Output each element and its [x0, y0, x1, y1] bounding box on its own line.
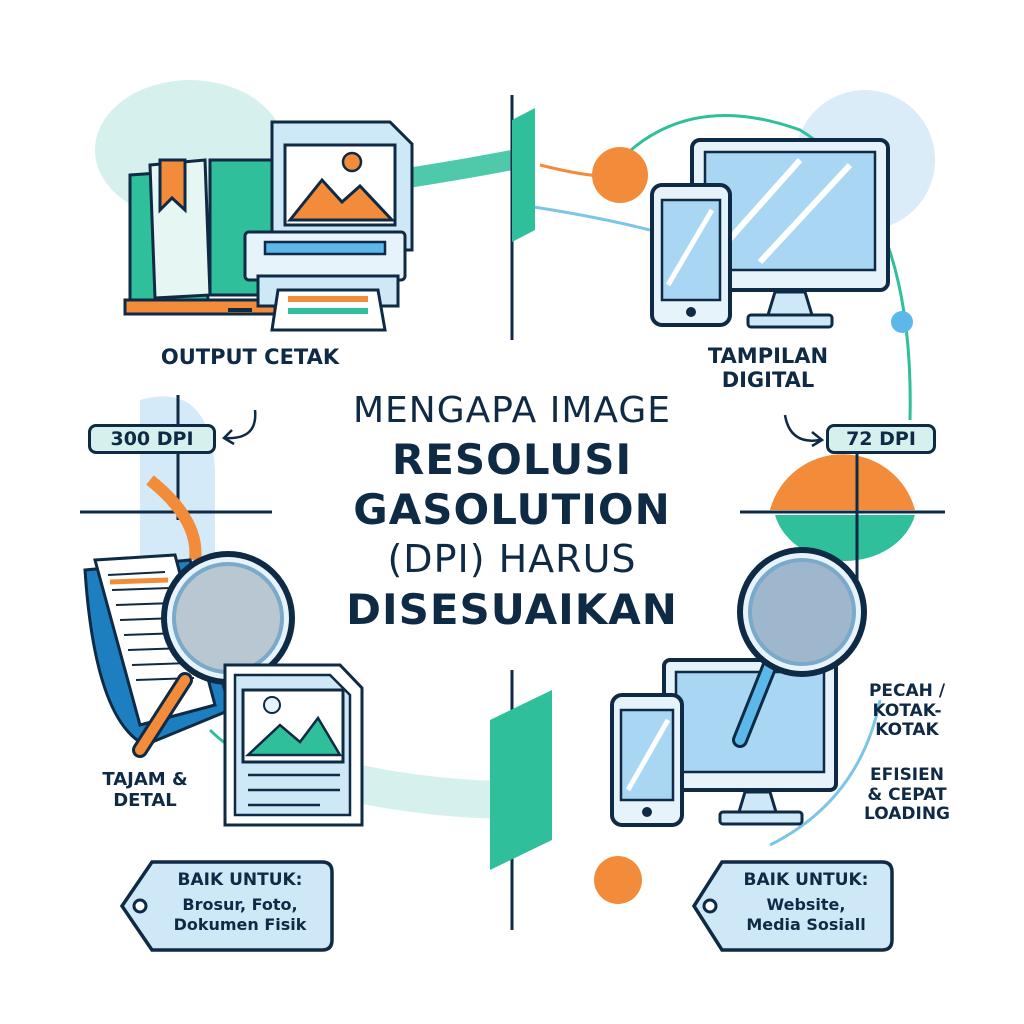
accent-dot-blue — [891, 311, 913, 333]
dpi-badge-72: 72 DPI — [826, 424, 936, 454]
title-line-1: MENGAPA IMAGE — [352, 390, 672, 431]
smartphone-icon — [650, 183, 732, 327]
print-quality: TAJAM & DETAL — [102, 769, 188, 811]
magnifier-icon-right — [732, 547, 867, 748]
print-heading: OUTPUT CETAK — [160, 345, 340, 369]
arc-blue-thin — [519, 203, 651, 232]
arrow-72dpi — [783, 414, 821, 442]
magnifier-icon-left — [132, 551, 295, 758]
orbit-right — [618, 114, 912, 421]
smartphone-icon-bottom — [610, 693, 684, 827]
monitor-icon-bottom — [662, 658, 838, 826]
dpi-badge-300: 300 DPI — [88, 424, 216, 454]
accent-dot-orange-top — [592, 147, 648, 203]
image-document-icon — [223, 663, 364, 827]
digital-quality-1: PECAH / KOTAK- KOTAK — [868, 681, 946, 741]
image-file-icon — [270, 120, 414, 252]
digital-tag-heading: BAIK UNTUK: — [743, 870, 869, 890]
digital-quality-2: EFISIEN & CEPAT LOADING — [864, 765, 950, 825]
title-line-3: GASOLUTION — [353, 485, 671, 534]
arrow-300dpi — [224, 409, 257, 440]
book-icon — [123, 158, 277, 316]
tag-icon-right — [691, 860, 894, 952]
title-line-2: RESOLUSI — [391, 435, 633, 484]
accent-dot-orange-bottom — [594, 856, 642, 904]
divider-flag-top — [512, 108, 535, 242]
accent-half-orange — [770, 454, 915, 510]
digital-heading: TAMPILAN DIGITAL — [707, 344, 829, 393]
digital-tag-body: Website, Media Sosiall — [746, 895, 866, 934]
print-tag-body: Brosur, Foto, Dokumen Fisik — [173, 895, 307, 934]
print-tag-heading: BAIK UNTUK: — [177, 870, 303, 890]
left-orange-stroke — [146, 475, 202, 561]
monitor-icon — [690, 138, 890, 329]
title-line-5: DISESUAIKAN — [346, 585, 678, 634]
orbit-right-lower — [769, 699, 882, 847]
divider-flag-bottom — [490, 690, 552, 870]
printer-icon — [243, 230, 407, 332]
arc-pale-bottom — [335, 761, 516, 819]
tag-icon-left — [119, 860, 334, 952]
title-line-4: (DPI) HARUS — [387, 537, 637, 581]
